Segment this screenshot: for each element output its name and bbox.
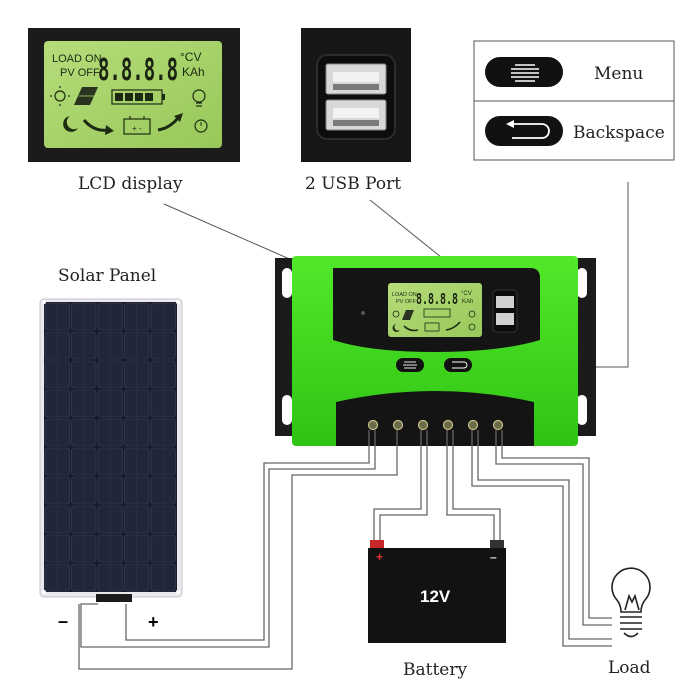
terminal-screws <box>367 419 504 431</box>
battery-voltage: 12V <box>420 587 451 606</box>
svg-text:+ -: + - <box>132 124 142 133</box>
mini-panel-icon <box>74 87 98 105</box>
lcd-unit-top: °CV <box>180 50 201 64</box>
backspace-label: Backspace <box>573 123 665 143</box>
clock-icon <box>194 119 208 133</box>
junction-box <box>96 594 132 602</box>
menu-label: Menu <box>594 64 643 84</box>
sun-icon <box>50 86 70 106</box>
usb-closeup <box>301 28 411 162</box>
lcd-display-label: LCD display <box>78 174 183 194</box>
mini-lcd-load-on: LOAD ON <box>392 292 417 298</box>
controller-backspace-button[interactable] <box>444 358 472 372</box>
menu-button-icon <box>485 57 563 87</box>
bulb-icon <box>192 89 206 107</box>
backspace-button-icon <box>485 116 563 146</box>
charge-controller: LOAD ON PV OFF 8.8.8.8 °CV KAh <box>275 256 596 446</box>
lcd-closeup: LOAD ON PV OFF 8.8.8.8 °CV KAh <box>28 28 240 162</box>
lcd-pv-off: PV OFF <box>60 67 100 79</box>
battery-level-icon <box>111 89 165 105</box>
wiring <box>78 430 612 670</box>
battery-label: Battery <box>403 660 467 680</box>
mini-lcd-unit-bottom: KAh <box>462 299 473 305</box>
bulb-load-icon <box>611 567 651 638</box>
backspace-icon <box>512 123 550 139</box>
mini-lcd-unit-top: °CV <box>461 291 472 297</box>
battery-body <box>368 548 506 643</box>
menu-icon <box>511 64 539 82</box>
battery-minus: – <box>490 550 497 564</box>
button-legend: Menu Backspace <box>473 40 675 161</box>
solar-panel-label: Solar Panel <box>58 266 156 286</box>
battery: + – 12V <box>368 540 506 643</box>
solar-panel <box>39 298 183 602</box>
load-label: Load <box>608 658 651 678</box>
moon-icon <box>63 116 78 132</box>
arrow-icon <box>157 117 180 132</box>
mini-lcd-pv-off: PV OFF <box>396 299 417 305</box>
panel-minus-label: – <box>58 611 68 631</box>
charge-icon: + - <box>123 116 151 135</box>
panel-plus-label: + <box>148 612 159 632</box>
usb-port-label: 2 USB Port <box>305 174 401 194</box>
terminal-block <box>336 391 534 446</box>
lcd-load-on: LOAD ON <box>52 53 102 65</box>
battery-plus: + <box>376 550 383 564</box>
lcd-digits: 8.8.8.8 <box>98 53 178 88</box>
mini-lcd-digits: 8.8.8.8 <box>416 290 458 308</box>
lcd-unit-bottom: KAh <box>182 65 205 79</box>
